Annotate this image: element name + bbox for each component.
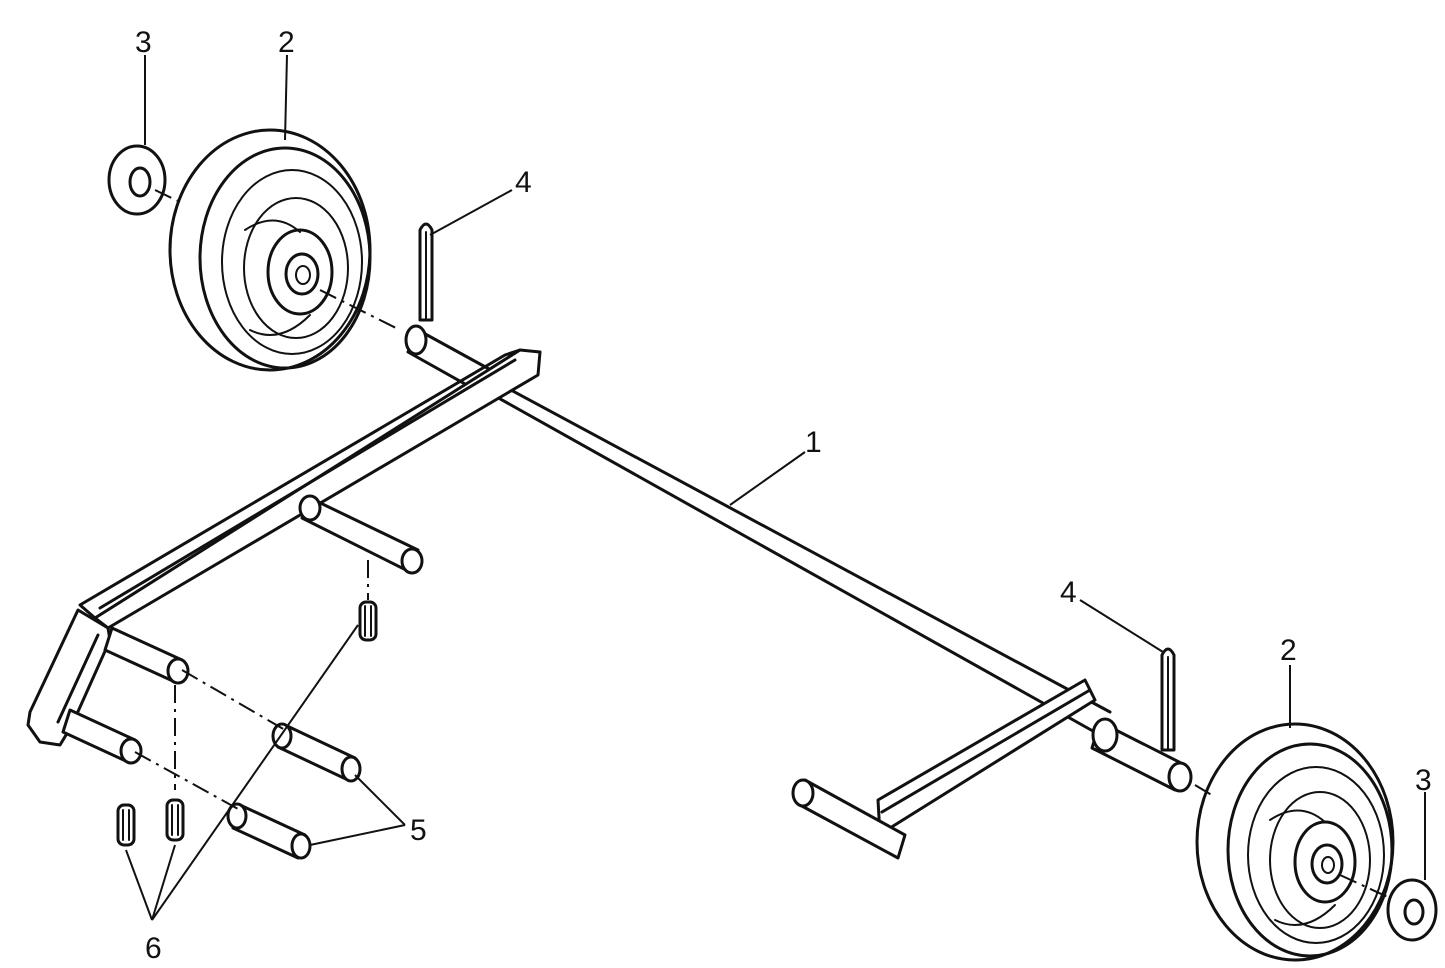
washer-right (1386, 878, 1438, 942)
callout-2-left: 2 (278, 26, 295, 59)
callout-5: 5 (410, 814, 427, 847)
wheel-left (168, 128, 372, 372)
callout-2-right: 2 (1280, 634, 1297, 667)
axle-assembly (26, 324, 1193, 860)
callout-1: 1 (805, 426, 822, 459)
washer-left (107, 144, 167, 216)
callout-4-right: 4 (1060, 576, 1077, 609)
callout-3-left: 3 (135, 26, 152, 59)
callout-4-left: 4 (515, 166, 532, 199)
callout-6: 6 (145, 932, 162, 965)
cotter-pin-right (1160, 647, 1176, 752)
roll-pins (116, 600, 378, 847)
pins (226, 722, 362, 860)
callout-3-right: 3 (1415, 764, 1432, 797)
cotter-pin-left (418, 222, 434, 322)
leader-lines (125, 54, 1426, 921)
wheel-right (1195, 722, 1395, 962)
